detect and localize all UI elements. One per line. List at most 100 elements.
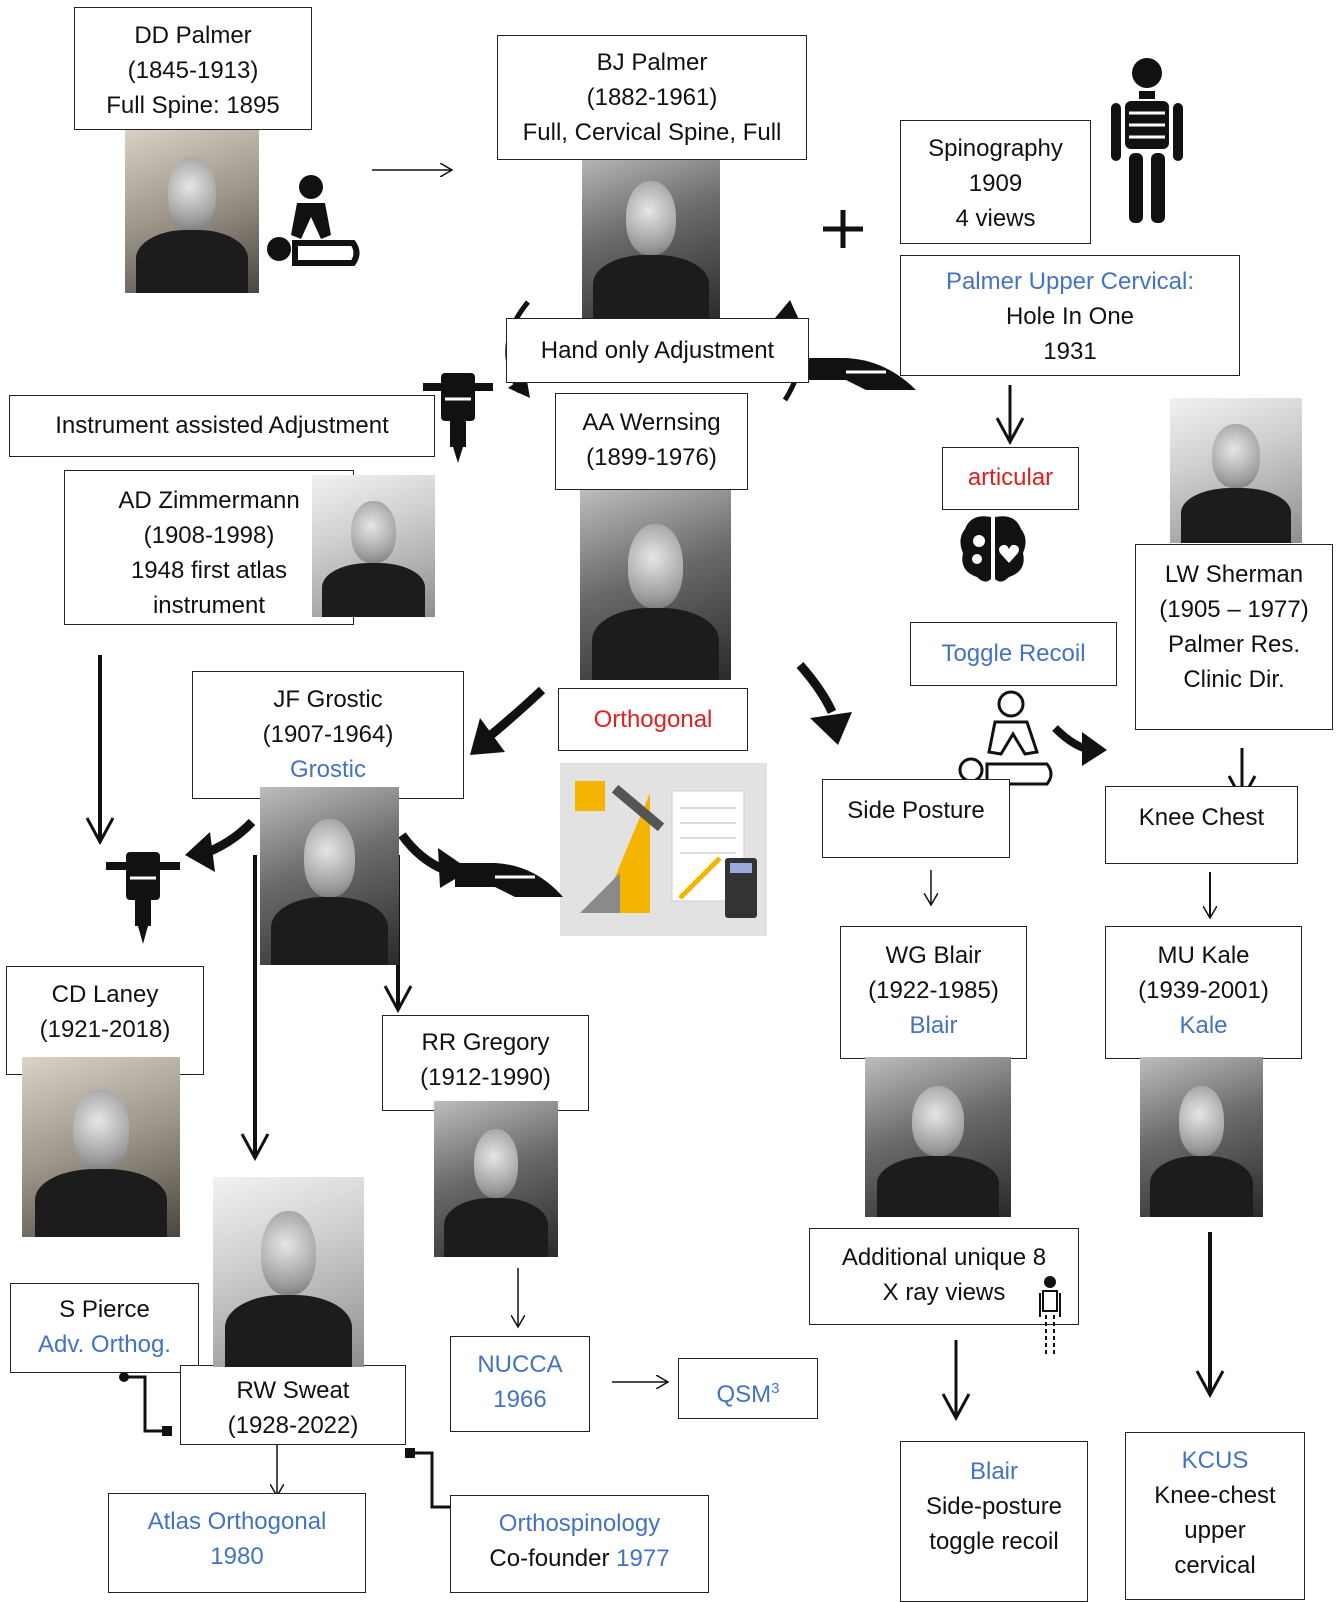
s-pierce-name: S Pierce <box>59 1296 150 1323</box>
mu-kale-years: (1939-2001) <box>1138 977 1269 1004</box>
nucca-title: NUCCA <box>477 1351 563 1378</box>
bj-palmer-name: BJ Palmer <box>596 49 708 76</box>
wg-blair-years: (1922-1985) <box>868 977 999 1004</box>
curve-recoil-to-kneechest-head <box>1082 732 1107 766</box>
rw-sweat-name: RW Sweat <box>236 1377 350 1404</box>
atlas-orthogonal-title: Atlas Orthogonal <box>147 1508 327 1535</box>
cd-laney-box: CD Laney (1921-2018) <box>6 966 204 1075</box>
side-posture-box: Side Posture <box>822 779 1010 858</box>
kcus-line2: Knee-chest <box>1154 1482 1276 1509</box>
rr-gregory-box: RR Gregory (1912-1990) <box>382 1015 589 1111</box>
kcus-box: KCUS Knee-chest upper cervical <box>1125 1432 1305 1600</box>
elbow-sweat-to-pierce <box>119 1372 172 1436</box>
kcus-line4: cervical <box>1174 1552 1256 1579</box>
hand-icon-mid <box>455 863 563 897</box>
spinography-views: 4 views <box>955 205 1036 232</box>
cpr-icon <box>267 175 360 266</box>
plus-icon <box>823 210 863 248</box>
jf-grostic-box: JF Grostic (1907-1964) Grostic <box>192 671 464 799</box>
qsm-text: QSM <box>716 1381 772 1408</box>
instrument-icon-left <box>106 852 180 944</box>
qsm-label: QSM3 <box>679 1371 817 1412</box>
orthospinology-year: 1977 <box>616 1545 670 1572</box>
additional-views-line1: Additional unique 8 <box>841 1244 1047 1271</box>
orthospinology-prefix: Co-founder <box>489 1545 617 1572</box>
lw-sherman-name: LW Sherman <box>1164 561 1304 588</box>
side-posture-label: Side Posture <box>847 797 985 824</box>
aa-wernsing-name: AA Wernsing <box>582 409 721 436</box>
palmer-upper-cervical-title: Palmer Upper Cervical: <box>945 268 1195 295</box>
dd-palmer-name: DD Palmer <box>134 22 252 49</box>
small-skeleton-icon-front <box>1039 1276 1061 1355</box>
ad-zimmermann-note: 1948 first atlas <box>130 557 288 584</box>
nucca-box: NUCCA 1966 <box>450 1336 590 1432</box>
skeleton-icon <box>1111 58 1183 223</box>
rw-sweat-years: (1928-2022) <box>227 1412 359 1439</box>
wg-blair-photo-front <box>865 1057 1011 1217</box>
orthospinology-box: Orthospinology Co-founder 1977 <box>450 1495 709 1593</box>
jf-grostic-years: (1907-1964) <box>262 721 394 748</box>
atlas-orthogonal-box: Atlas Orthogonal 1980 <box>108 1493 366 1593</box>
lw-sherman-photo <box>1170 398 1302 543</box>
cd-laney-name: CD Laney <box>51 981 159 1008</box>
cd-laney-years: (1921-2018) <box>39 1016 171 1043</box>
nucca-year: 1966 <box>493 1386 547 1413</box>
dd-palmer-years: (1845-1913) <box>127 57 259 84</box>
instrument-adjustment-box: Instrument assisted Adjustment <box>9 395 435 457</box>
rr-gregory-photo-front <box>434 1101 558 1257</box>
articular-box: articular <box>942 447 1079 510</box>
qsm-box: QSM3 <box>678 1358 818 1419</box>
orthospinology-line2: Co-founder 1977 <box>451 1541 708 1576</box>
curve-wernsing-to-grostic-head <box>470 718 505 755</box>
aa-wernsing-years: (1899-1976) <box>586 444 717 471</box>
bj-palmer-years: (1882-1961) <box>586 84 718 111</box>
ad-zimmermann-name: AD Zimmermann <box>118 487 300 514</box>
brain-icon <box>960 516 1026 582</box>
aa-wernsing-box: AA Wernsing (1899-1976) <box>555 393 748 490</box>
s-pierce-method: Adv. Orthog. <box>38 1331 171 1358</box>
hand-only-adjustment-box: Hand only Adjustment <box>506 318 809 383</box>
orthospinology-title: Orthospinology <box>498 1510 661 1537</box>
lw-sherman-role2: Clinic Dir. <box>1183 666 1285 693</box>
spinography-title: Spinography <box>928 135 1063 162</box>
instrument-icon-top <box>423 373 493 463</box>
orthogonal-label: Orthogonal <box>593 706 713 733</box>
s-pierce-box: S Pierce Adv. Orthog. <box>10 1283 199 1373</box>
additional-views-line2: X ray views <box>882 1279 1006 1306</box>
kcus-title: KCUS <box>1181 1447 1249 1474</box>
blair-final-line2: Side-posture <box>925 1493 1063 1520</box>
additional-views-box: Additional unique 8 X ray views <box>809 1228 1079 1325</box>
knee-chest-box: Knee Chest <box>1105 786 1298 864</box>
jf-grostic-name: JF Grostic <box>273 686 383 713</box>
bj-palmer-photo <box>582 150 720 320</box>
elbow-sweat-to-orthospinology <box>405 1448 460 1512</box>
mu-kale-photo-front <box>1140 1057 1263 1217</box>
jf-grostic-method: Grostic <box>289 756 366 783</box>
ad-zimmermann-photo-front <box>312 475 435 617</box>
palmer-upper-cervical-box: Palmer Upper Cervical: Hole In One 1931 <box>900 255 1240 376</box>
toggle-recoil-label: Toggle Recoil <box>941 640 1086 667</box>
rr-gregory-years: (1912-1990) <box>420 1064 551 1091</box>
rr-gregory-name: RR Gregory <box>421 1029 550 1056</box>
spinography-year: 1909 <box>968 170 1023 197</box>
jf-grostic-photo-front <box>260 787 399 965</box>
articular-label: articular <box>967 464 1054 491</box>
dd-palmer-box: DD Palmer (1845-1913) Full Spine: 1895 <box>74 7 312 130</box>
drafting-tools-illustration <box>560 763 767 936</box>
rw-sweat-photo-front <box>213 1177 364 1367</box>
dd-palmer-note: Full Spine: 1895 <box>106 92 280 119</box>
qsm-sup: 3 <box>771 1380 780 1397</box>
palmer-upper-cervical-line3: 1931 <box>1043 338 1097 365</box>
ad-zimmermann-years: (1908-1998) <box>143 522 275 549</box>
curve-wernsing-to-grostic <box>482 686 546 744</box>
bj-palmer-box: BJ Palmer (1882-1961) Full, Cervical Spi… <box>497 35 807 160</box>
mu-kale-method: Kale <box>1179 1012 1228 1039</box>
wg-blair-box: WG Blair (1922-1985) Blair <box>840 926 1027 1059</box>
blair-final-title: Blair <box>969 1458 1018 1485</box>
kcus-line3: upper <box>1184 1517 1246 1544</box>
wg-blair-name: WG Blair <box>885 942 982 969</box>
toggle-recoil-box: Toggle Recoil <box>910 622 1117 686</box>
lw-sherman-years: (1905 – 1977) <box>1159 596 1309 623</box>
orthogonal-box: Orthogonal <box>558 688 748 751</box>
